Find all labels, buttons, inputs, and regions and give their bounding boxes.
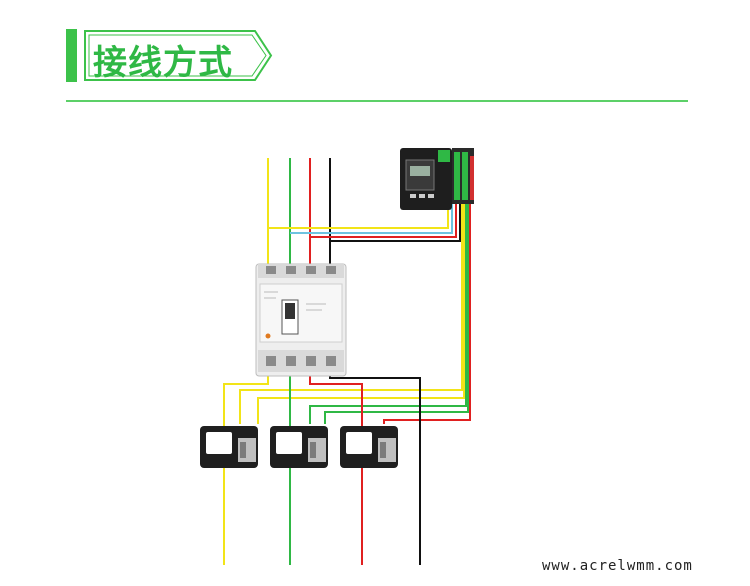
current-transformer-a <box>200 426 258 468</box>
title-accent-bar <box>66 29 77 82</box>
energy-meter <box>400 148 474 210</box>
current-transformer-c <box>340 426 398 468</box>
supply-lines <box>267 158 331 270</box>
website-watermark: www.acrelwmm.com <box>542 558 693 574</box>
circuit-breaker <box>255 263 347 377</box>
current-transformer-b <box>270 426 328 468</box>
page-title: 接线方式 <box>93 43 233 83</box>
title-badge: 接线方式 <box>83 29 273 83</box>
title-divider <box>66 100 688 102</box>
